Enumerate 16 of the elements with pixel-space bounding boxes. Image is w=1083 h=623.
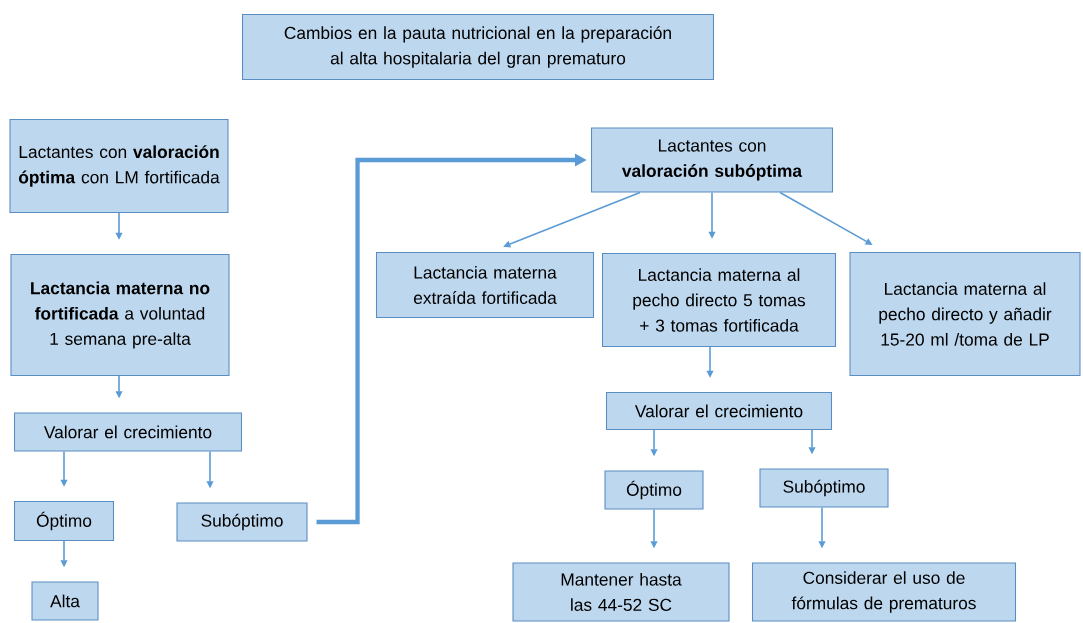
title-box: Cambios en la pauta nutricional en la preparación al alta hospitalaria del gran prematuro xyxy=(241,13,715,81)
process-box: Considerar el uso de fórmulas de prematuros xyxy=(751,562,1017,622)
process-box: Mantener hasta las 44-52 SC xyxy=(512,562,730,622)
process-box: Lactantes con valoración subóptima xyxy=(590,127,834,193)
process-box: Lactancia materna al pecho directo 5 tomas + 3 tomas fortificada xyxy=(601,252,837,348)
process-box: Lactancia materna no fortificada a voluntad 1 semana pre-alta xyxy=(10,253,230,377)
process-box: Valorar el crecimiento xyxy=(605,391,833,431)
process-box: Lactancia materna al pecho directo y añadir 15-20 ml /toma de LP xyxy=(849,251,1081,377)
process-box: Alta xyxy=(31,581,99,621)
process-box: Óptimo xyxy=(13,500,115,542)
process-box: Óptimo xyxy=(604,470,704,510)
process-box: Valorar el crecimiento xyxy=(13,412,243,452)
process-box: Subóptimo xyxy=(176,502,308,542)
process-box: Lactantes con valoración óptima con LM fortificada xyxy=(9,118,229,214)
process-box: Subóptimo xyxy=(759,468,889,508)
process-box: Lactancia materna extraída fortificada xyxy=(375,251,595,319)
